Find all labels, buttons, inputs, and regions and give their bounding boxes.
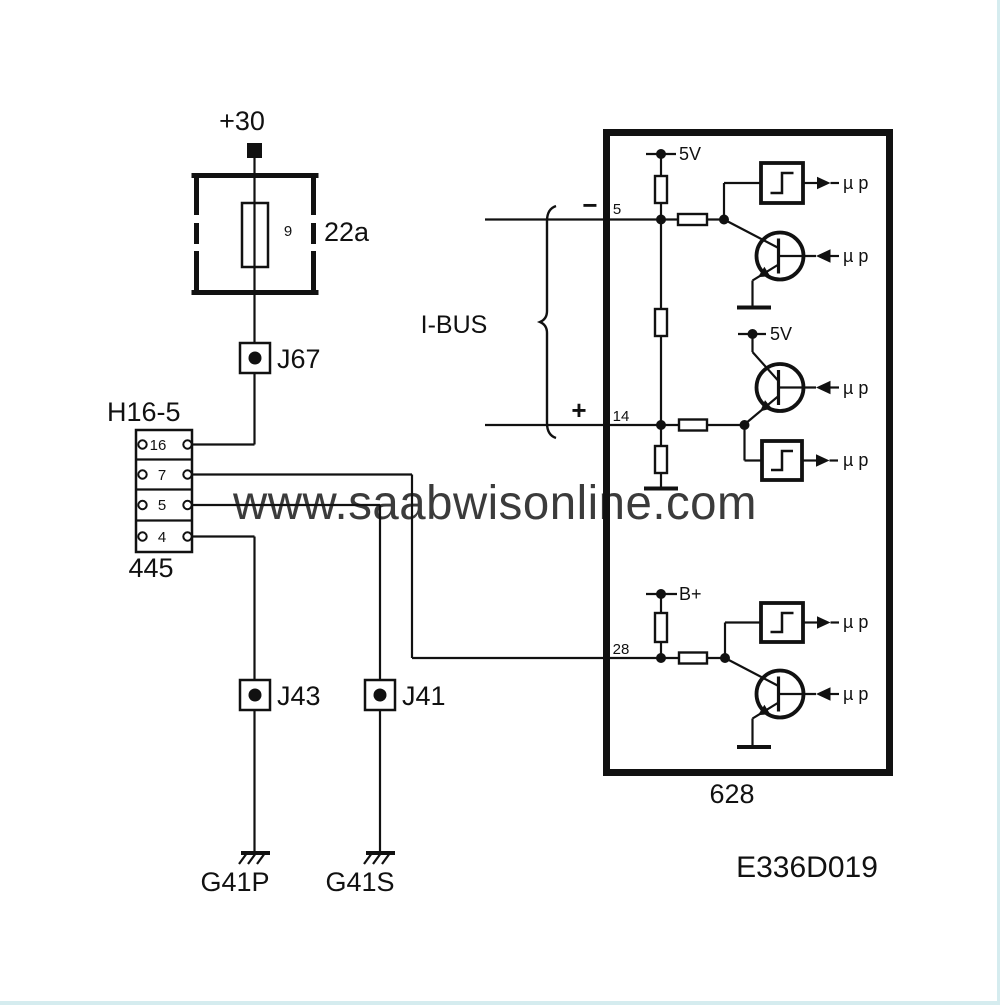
supply-5v-label: 5V (679, 144, 701, 164)
control-unit-628: 5 14 28 628 5V (603, 129, 893, 809)
transistor-icon (744, 351, 816, 425)
arrow-left-icon (816, 380, 831, 395)
power-terminal-icon (247, 143, 262, 158)
connector-id-label: 445 (128, 553, 173, 583)
ground-g41s: G41S (325, 851, 395, 897)
fuse-icon (240, 201, 270, 269)
bus-plus-interface: 5V µ p (644, 324, 868, 491)
microprocessor-label: µ p (843, 612, 868, 632)
arrow-left-icon (816, 687, 831, 701)
resistor-icon (677, 651, 709, 665)
joint-j67: J67 (238, 341, 321, 445)
resistor-icon (653, 611, 669, 644)
drawing-number: E336D019 (736, 851, 878, 884)
pin28-interface: B+ µ p (646, 584, 868, 749)
microprocessor-label: µ p (843, 378, 868, 398)
arrow-left-icon (816, 249, 831, 263)
microprocessor-label: µ p (843, 684, 868, 704)
schmitt-trigger-icon (759, 161, 805, 205)
joint-j43-label: J43 (277, 681, 321, 711)
arrow-right-icon (817, 176, 831, 190)
wire-pin7-to-pin28 (191, 473, 661, 660)
control-unit-id-label: 628 (709, 779, 754, 809)
ground-g41p: G41P (200, 851, 270, 897)
watermark: www.saabwisonline.com (232, 477, 757, 530)
microprocessor-label: µ p (843, 173, 868, 193)
bus-minus-sign: − (582, 190, 597, 220)
ground-icon (363, 851, 395, 865)
ground-g41p-label: G41P (200, 867, 269, 897)
resistor-icon (677, 418, 709, 432)
connector-h16-5: H16-5 16 7 5 4 445 (107, 397, 194, 583)
control-unit-border (603, 129, 893, 776)
joint-j43: J43 (238, 678, 321, 853)
supply-5v-label: 5V (770, 324, 792, 344)
connector-pin-5: 5 (158, 497, 166, 514)
joint-j41: J41 (363, 678, 446, 853)
resistor-icon (676, 212, 709, 227)
fuse-box-label: 22a (324, 217, 370, 247)
fuse-position-label: 9 (284, 223, 292, 240)
connector-body (134, 428, 194, 554)
page-edge-right (997, 0, 1000, 1005)
supply-b-plus-label: B+ (679, 584, 702, 604)
ground-icon (238, 851, 270, 865)
joint-j67-label: J67 (277, 344, 321, 374)
power-terminal-30: +30 (219, 106, 265, 343)
arrow-right-icon (817, 616, 831, 629)
brace-icon (536, 204, 557, 440)
resistor-icon (653, 444, 669, 475)
microprocessor-label: µ p (843, 246, 868, 266)
wire-pin4-to-j43 (191, 535, 256, 680)
arrow-right-icon (816, 454, 830, 467)
page-edge-bottom (0, 1001, 1000, 1005)
schmitt-trigger-icon (759, 601, 805, 644)
unit-pin-28-label: 28 (613, 641, 630, 658)
resistor-icon (653, 174, 669, 205)
power-terminal-label: +30 (219, 106, 265, 136)
i-bus-group: I-BUS − + (421, 190, 661, 440)
wire-pin5-to-j41 (191, 503, 382, 680)
bus-minus-interface: 5V µ p (646, 144, 868, 425)
bus-plus-sign: + (571, 395, 586, 425)
transistor-icon (724, 657, 816, 720)
i-bus-label: I-BUS (421, 311, 488, 339)
connector-pin-4: 4 (158, 529, 166, 546)
connector-pin-7: 7 (158, 467, 166, 484)
connector-name-label: H16-5 (107, 397, 181, 427)
schmitt-trigger-icon (760, 439, 804, 482)
transistor-icon (723, 218, 816, 282)
ground-g41s-label: G41S (325, 867, 394, 897)
unit-pin-14-label: 14 (613, 408, 630, 425)
connector-pin-16: 16 (150, 437, 167, 454)
fuse-box-22a: 9 22a (191, 173, 370, 295)
resistor-icon (653, 307, 669, 338)
joint-j41-label: J41 (402, 681, 446, 711)
microprocessor-label: µ p (843, 450, 868, 470)
unit-pin-5-label: 5 (613, 201, 621, 218)
